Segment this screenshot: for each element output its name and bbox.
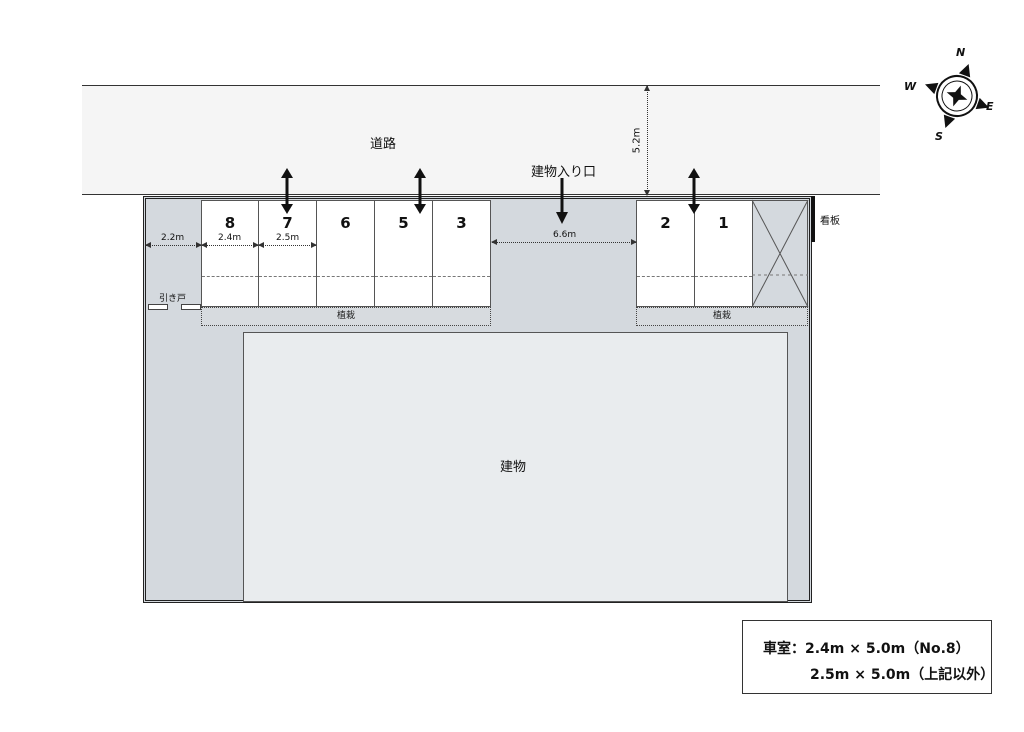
entrance-width-dimension [491, 239, 637, 245]
planter-right: 植栽 [636, 307, 808, 326]
legend-line-1: 車室：2.4m × 5.0m（No.8） [763, 641, 970, 657]
road-width-label: 5.2m [631, 127, 643, 154]
compass-icon [925, 64, 989, 128]
building-label: 建物 [500, 460, 527, 475]
space7-width-label: 2.5m [276, 233, 300, 243]
space-dashed-line [637, 276, 694, 277]
parking-space-2: 2 [636, 200, 695, 307]
space-dashed-line [695, 276, 752, 277]
parking-space-7: 7 [258, 200, 317, 307]
space-number: 8 [224, 214, 236, 232]
compass-west: W [904, 80, 917, 93]
legend-box: 車室：2.4m × 5.0m（No.8） 2.5m × 5.0m（上記以外） [742, 620, 995, 694]
space8-width-dimension [201, 242, 259, 248]
parking-space-3: 3 [432, 200, 491, 307]
space-number: 6 [340, 214, 351, 232]
no-parking-area [751, 199, 809, 308]
aisle-width-label: 2.2m [161, 233, 185, 243]
legend-line-2: 2.5m × 5.0m（上記以外） [810, 667, 995, 683]
road [82, 85, 880, 195]
space-number: 2 [660, 214, 671, 232]
space-dashed-line [259, 276, 316, 277]
space-number: 1 [718, 214, 729, 232]
parking-space-6: 6 [316, 200, 375, 307]
space-number: 3 [456, 214, 467, 232]
double-arrow-icon [281, 168, 293, 214]
space-number: 7 [282, 214, 293, 232]
sliding-door-left [148, 304, 168, 310]
sliding-door-label: 引き戸 [159, 294, 187, 304]
road-width-dimension [644, 85, 650, 196]
parking-space-5: 5 [374, 200, 433, 307]
space7-width-dimension [258, 242, 317, 248]
entrance-arrow-icon [556, 178, 568, 224]
compass-north: N [956, 46, 966, 59]
space-dashed-line [202, 276, 258, 277]
double-arrow-icon [414, 168, 426, 214]
parking-space-8: 8 [201, 200, 259, 307]
space-dashed-line [433, 276, 490, 277]
signboard [811, 196, 815, 242]
compass-south: S [935, 130, 943, 143]
double-arrow-icon [688, 168, 700, 214]
road-label: 道路 [370, 137, 397, 152]
space-dashed-line [317, 276, 374, 277]
parking-space-1: 1 [694, 200, 753, 307]
signboard-label: 看板 [820, 216, 840, 227]
aisle-width-dimension [145, 242, 202, 248]
space-number: 5 [398, 214, 409, 232]
entrance-width-label: 6.6m [553, 230, 577, 240]
space8-width-label: 2.4m [218, 233, 242, 243]
building [243, 332, 788, 602]
planter-left: 植栽 [201, 307, 491, 326]
sliding-door-right [181, 304, 201, 310]
space-dashed-line [375, 276, 432, 277]
compass-east: E [986, 100, 994, 113]
entrance-label: 建物入り口 [531, 165, 597, 180]
